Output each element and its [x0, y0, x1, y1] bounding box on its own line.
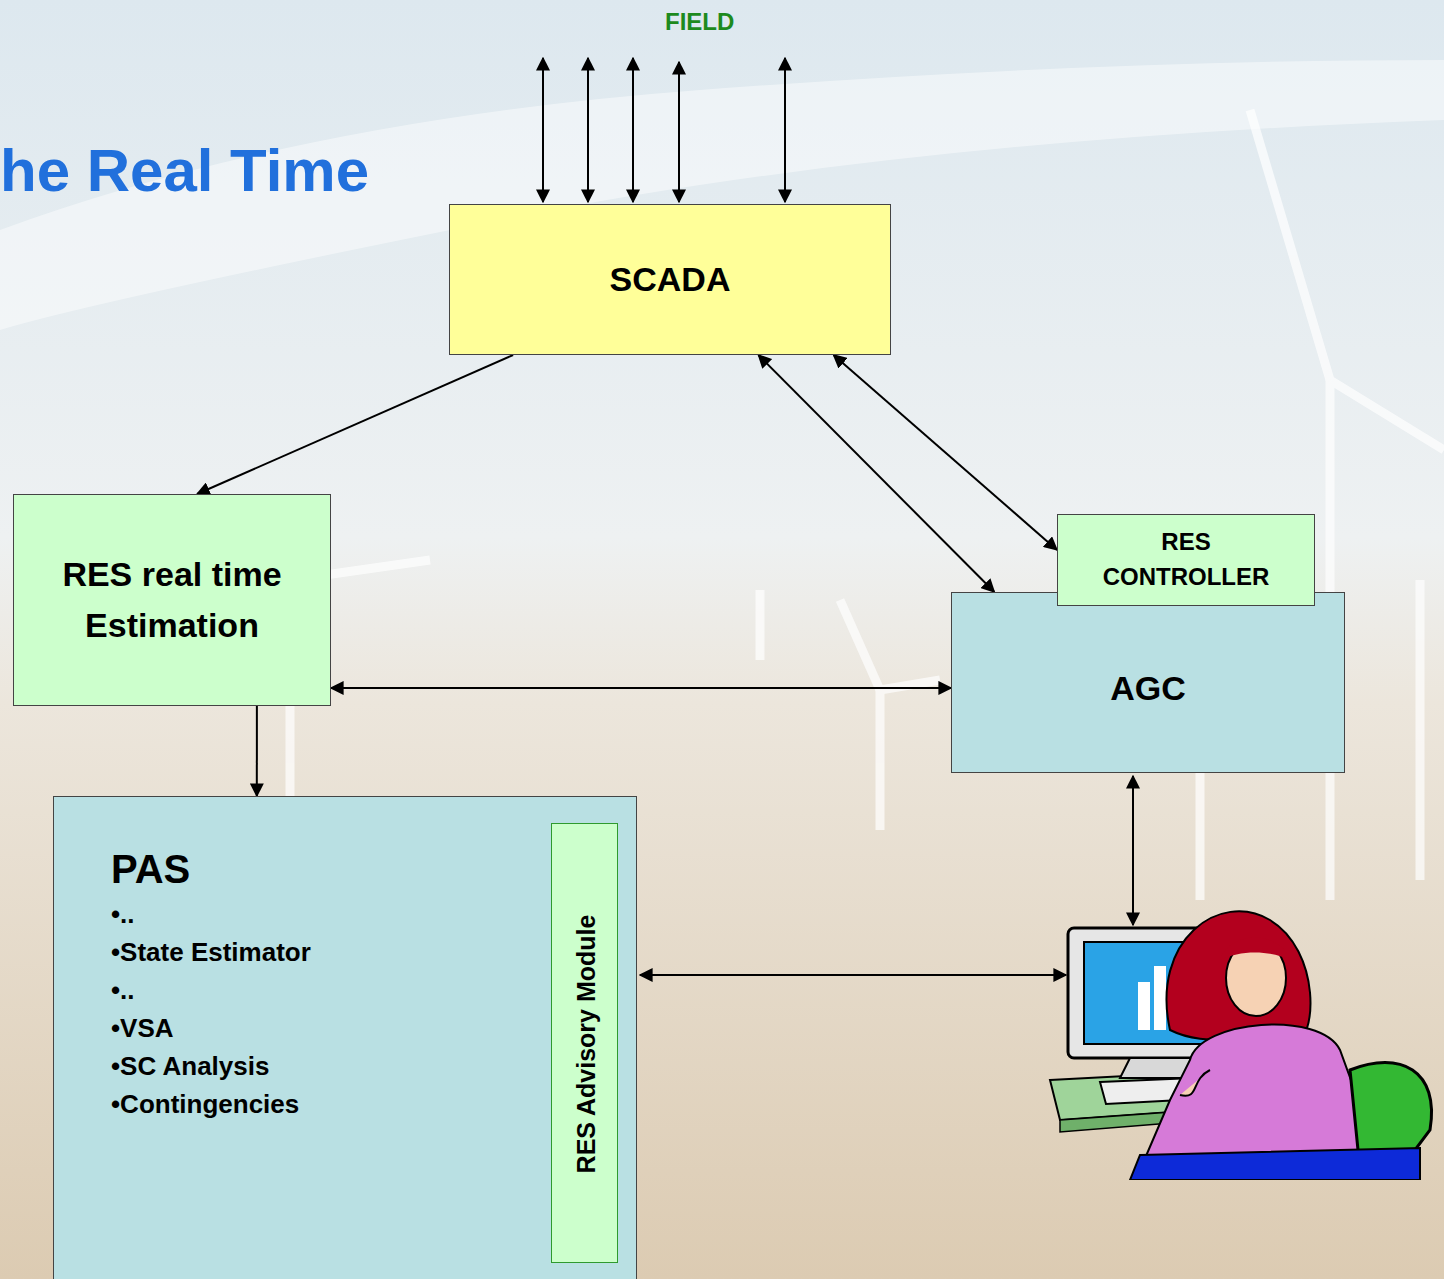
field-arrows: [543, 58, 785, 202]
box-label: AGC: [964, 663, 1332, 714]
node-content: RES real time Estimation: [14, 541, 330, 659]
connector-arrow: [256, 706, 258, 796]
function-item: •State Estimator: [111, 933, 511, 971]
estimation-box: RES real time Estimation: [13, 494, 331, 706]
advisory-module: RES Advisory Module: [551, 823, 618, 1263]
operator-links: [640, 776, 1133, 975]
connector-arrow: [834, 355, 1057, 550]
box-label: RES real time Estimation: [26, 549, 318, 651]
slide-title: he Real Time: [0, 136, 369, 205]
controller-box: RES CONTROLLER: [1057, 514, 1315, 606]
field-label: FIELD: [665, 8, 734, 36]
function-item: •VSA: [111, 1009, 511, 1047]
connector-arrow: [331, 687, 951, 689]
node-content: PAS•..•State Estimator•..•VSA•SC Analysi…: [54, 797, 636, 1123]
connector-arrow: [197, 355, 513, 494]
module-label: RES Advisory Module: [571, 824, 601, 1264]
operator-illustration: [1020, 900, 1444, 1180]
box-label: SCADA: [462, 254, 878, 305]
pas-box: PAS•..•State Estimator•..•VSA•SC Analysi…: [53, 796, 637, 1279]
node-content: RES CONTROLLER: [1058, 517, 1314, 603]
function-item: •..: [111, 895, 511, 933]
node-content: SCADA: [450, 246, 890, 313]
box-label: RES CONTROLLER: [1091, 525, 1281, 595]
agc-box: AGC: [951, 592, 1345, 773]
connector-arrow: [758, 355, 994, 592]
function-item: •SC Analysis: [111, 1047, 511, 1085]
panel-heading: PAS: [111, 843, 511, 895]
function-item: •Contingencies: [111, 1085, 511, 1123]
node-content: AGC: [952, 593, 1344, 722]
scada-box: SCADA: [449, 204, 891, 355]
function-item: •..: [111, 971, 511, 1009]
